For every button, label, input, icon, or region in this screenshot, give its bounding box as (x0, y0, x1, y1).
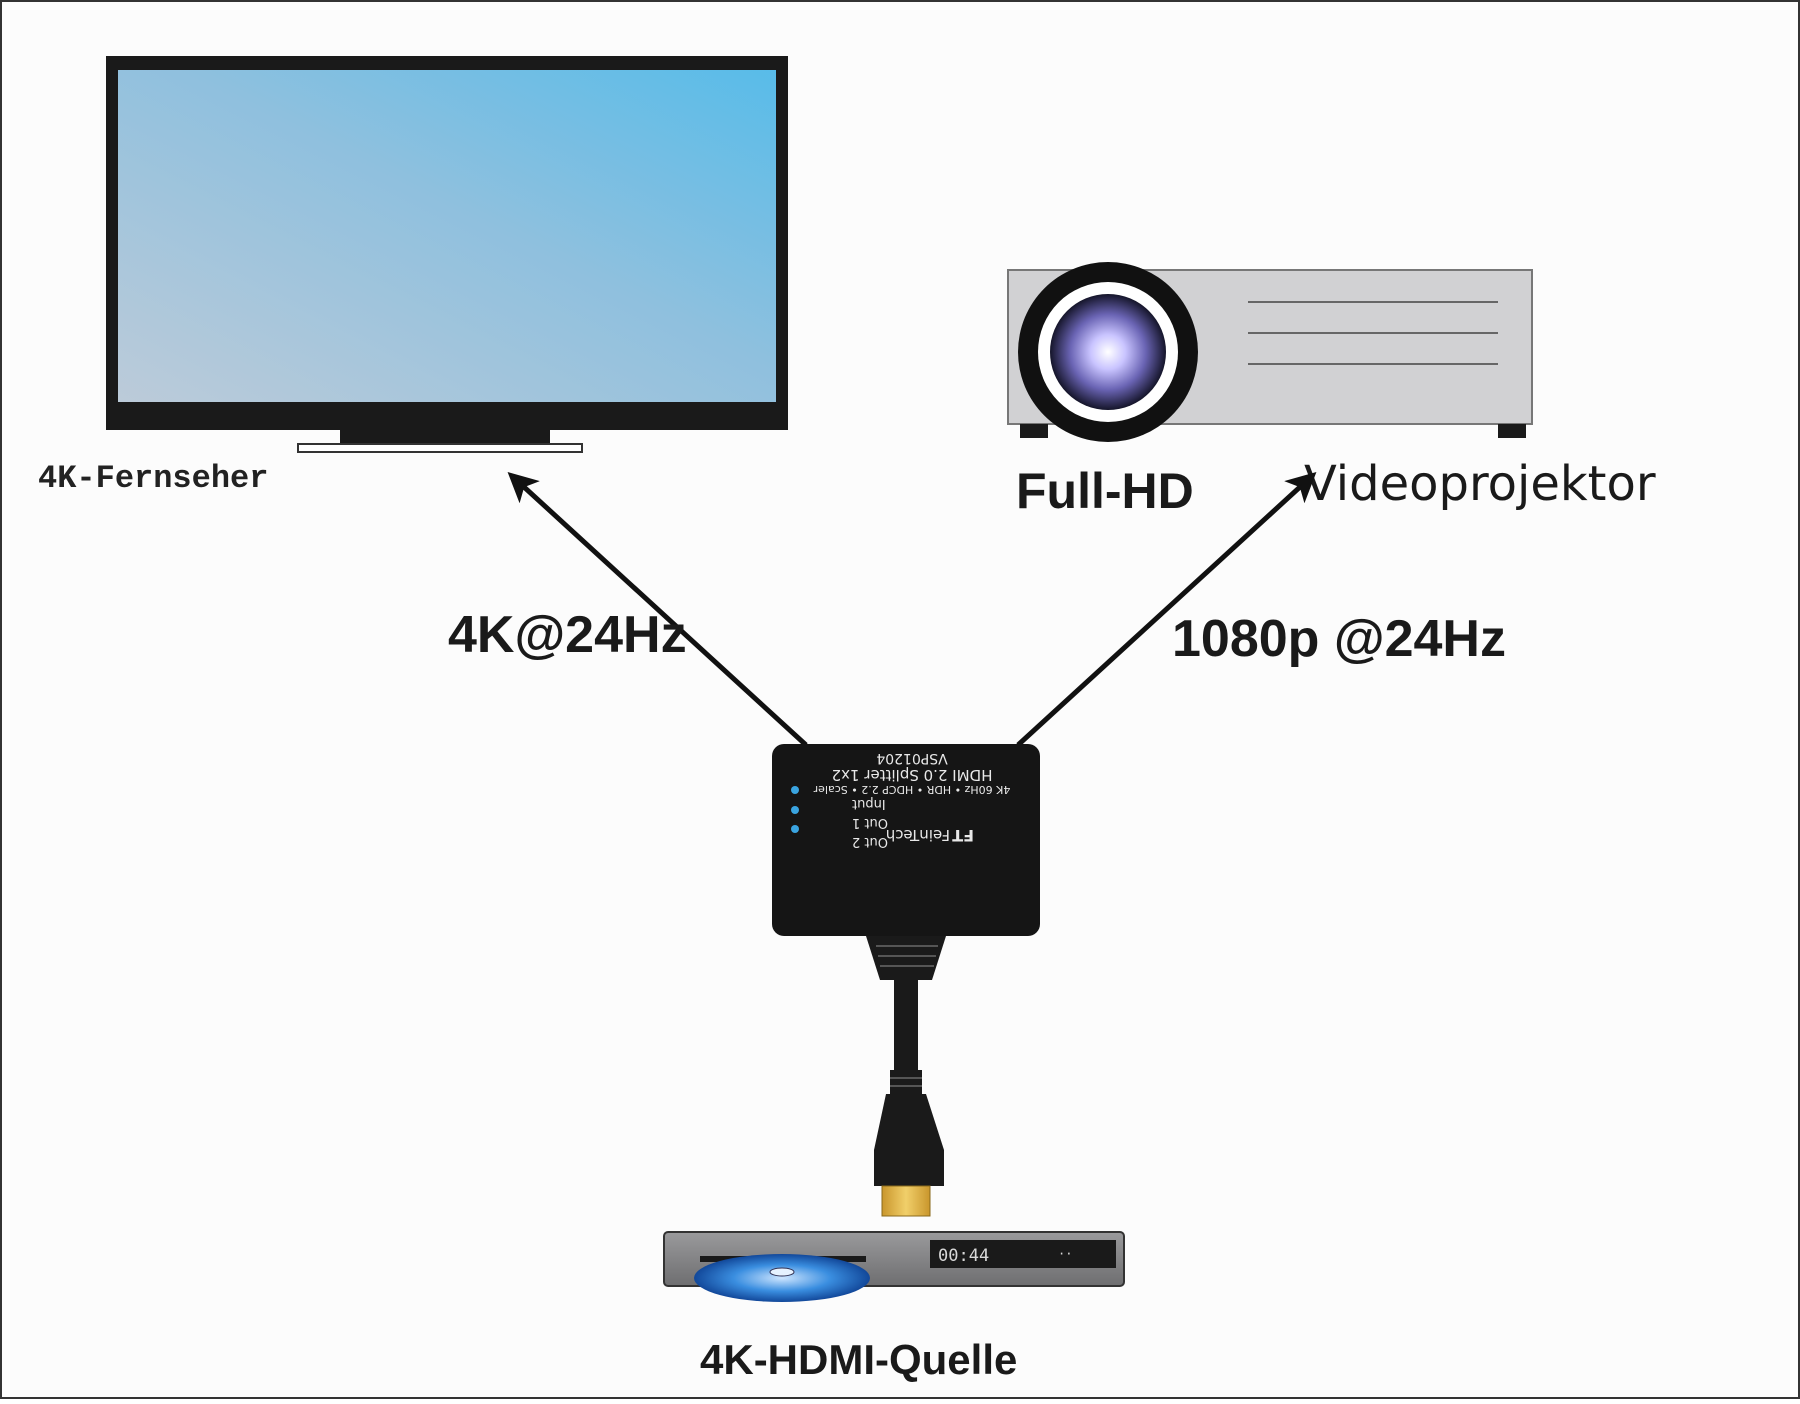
splitter-model-number: VSP01204 (876, 750, 948, 766)
projector-icon (1007, 262, 1533, 442)
splitter-model-title: HDMI 2.0 Splitter 1x2 (832, 766, 993, 784)
arrow-to-projector (1016, 471, 1317, 747)
tv-label: 4K-Fernseher (38, 460, 268, 497)
tv-screen (118, 70, 776, 402)
splitter-brand: FeinTech (886, 826, 950, 844)
projector-lens (1050, 294, 1166, 410)
projector-prefix-label: Full-HD (1016, 463, 1194, 519)
arrow-to-tv (507, 471, 808, 747)
hdmi-splitter-icon: VSP01204 HDMI 2.0 Splitter 1x2 4K 60Hz •… (772, 744, 1040, 936)
splitter-port-input: Input (852, 796, 886, 811)
bluray-player-icon: 00:44 ·· (663, 1231, 1125, 1302)
tv-signal-label: 4K@24Hz (448, 606, 687, 664)
projector-label: Videoprojektor (1304, 456, 1656, 512)
splitter-logo: FT (952, 826, 974, 845)
tv-stand (297, 443, 583, 453)
led-input (791, 825, 799, 833)
hdmi-plug-gold (881, 1185, 931, 1217)
television-icon (106, 56, 788, 453)
led-out2 (791, 786, 799, 794)
led-out1 (791, 806, 799, 814)
splitter-port-out2: Out 2 (852, 834, 888, 849)
projector-signal-label: 1080p @24Hz (1172, 610, 1506, 668)
player-display-time: 00:44 (938, 1246, 989, 1266)
player-display-dots: ·· (1058, 1247, 1072, 1261)
splitter-features: 4K 60Hz • HDR • HDCP 2.2 • Scaler (813, 783, 1010, 796)
player-display (930, 1240, 1116, 1268)
splitter-port-out1: Out 1 (852, 815, 888, 830)
disc (694, 1254, 870, 1302)
hdmi-cable-icon (866, 936, 946, 1217)
source-label: 4K-HDMI-Quelle (700, 1336, 1017, 1383)
